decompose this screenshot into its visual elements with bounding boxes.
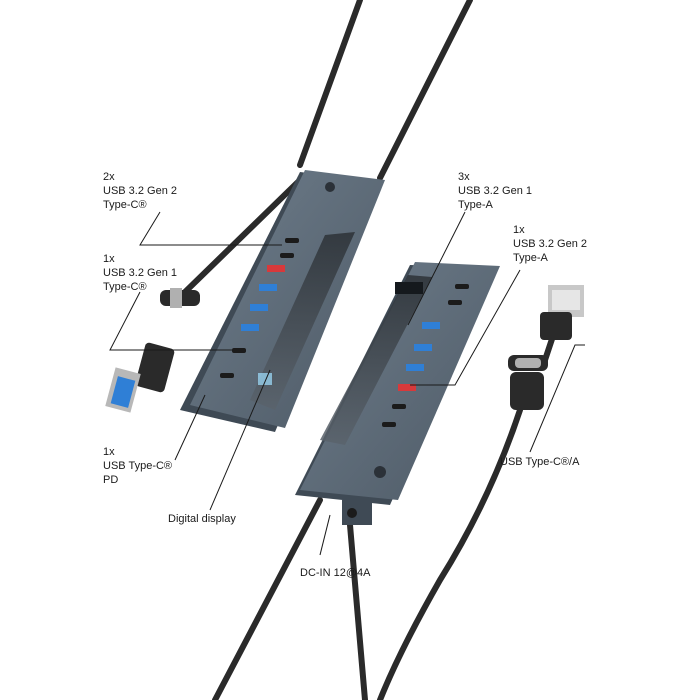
label-type: Type-A bbox=[513, 252, 548, 264]
connector-right bbox=[508, 285, 584, 410]
label-spec: USB 3.2 Gen 1 bbox=[458, 185, 532, 197]
label-type: Type-C® bbox=[103, 281, 147, 293]
cables bbox=[182, 0, 558, 700]
hub-front bbox=[180, 170, 385, 432]
label-spec: USB 3.2 Gen 1 bbox=[103, 267, 177, 279]
label-count: 1x bbox=[513, 224, 525, 236]
connector-left bbox=[105, 288, 200, 413]
label-count: 1x bbox=[103, 253, 115, 265]
label-count: 1x bbox=[103, 446, 115, 458]
callout-lines bbox=[109, 211, 585, 556]
label-spec: USB Type-C® bbox=[103, 460, 173, 472]
label-dc-in: DC-IN 12@4A bbox=[300, 567, 371, 579]
label-usb-a-gen2: 1x USB 3.2 Gen 2 Type-A bbox=[513, 223, 587, 265]
label-usb-c-pd: 1x USB Type-C® PD bbox=[103, 445, 172, 487]
label-type: Type-C® bbox=[103, 199, 147, 211]
label-usb-c-a-cable: USB Type-C®/A bbox=[500, 456, 580, 468]
label-usb-c-gen2: 2x USB 3.2 Gen 2 Type-C® bbox=[103, 170, 177, 212]
label-usb-c-gen1: 1x USB 3.2 Gen 1 Type-C® bbox=[103, 252, 177, 294]
label-type: PD bbox=[103, 474, 119, 486]
label-usb-a-gen1: 3x USB 3.2 Gen 1 Type-A bbox=[458, 170, 532, 212]
label-spec: USB 3.2 Gen 2 bbox=[513, 238, 587, 250]
label-spec: USB 3.2 Gen 2 bbox=[103, 185, 177, 197]
label-count: 3x bbox=[458, 171, 470, 183]
label-digital-display: Digital display bbox=[168, 513, 236, 525]
label-type: Type-A bbox=[458, 199, 493, 211]
hub-back bbox=[295, 262, 500, 525]
label-count: 2x bbox=[103, 171, 115, 183]
